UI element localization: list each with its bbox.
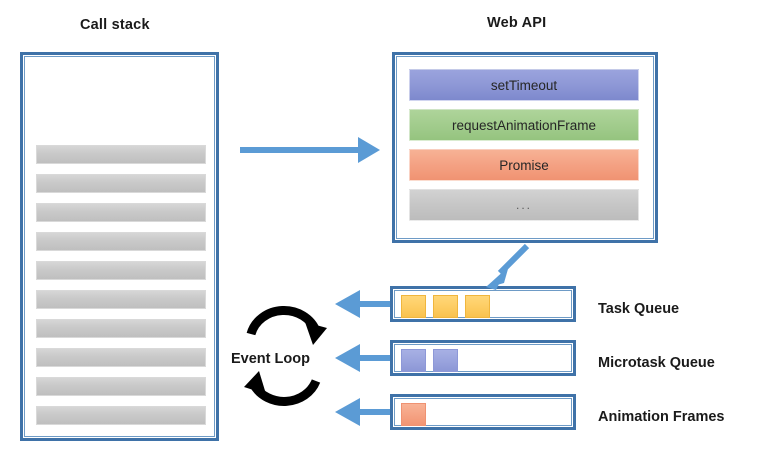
call-stack-frame [36,174,206,193]
microtask-queue-chip [433,349,458,372]
call-stack-frame [36,348,206,367]
web-api-item-settimeout[interactable]: setTimeout [409,69,639,101]
call-stack-frame [36,290,206,309]
microtask-queue-box [390,340,576,376]
task-queue-box [390,286,576,322]
animation-frames-chip [401,403,426,426]
call-stack-frame [36,261,206,280]
task-queue-chip [433,295,458,318]
task-queue-label: Task Queue [598,301,680,317]
microtask-queue-label: Microtask Queue [598,355,715,371]
call-stack-frame [36,232,206,251]
arrow-animation-frames-to-event-loop [335,398,390,426]
web-api-item-requestanimationframe[interactable]: requestAnimationFrame [409,109,639,141]
microtask-queue-chip [401,349,426,372]
event-loop-label: Event Loop [231,351,310,367]
task-queue-chip [465,295,490,318]
web-api-item-more[interactable]: ... [409,189,639,221]
call-stack-frame [36,319,206,338]
call-stack-frame [36,203,206,222]
call-stack-frame [36,145,206,164]
animation-frames-label: Animation Frames [598,409,725,425]
arrow-microtask-queue-to-event-loop [335,344,390,372]
arrow-web-api-to-task-queue [486,243,530,290]
web-api-box: setTimeout requestAnimationFrame Promise… [392,52,658,243]
call-stack-frame [36,406,206,425]
web-api-title: Web API [487,15,547,31]
web-api-item-promise[interactable]: Promise [409,149,639,181]
animation-frames-box [390,394,576,430]
call-stack-box [20,52,219,441]
call-stack-title: Call stack [80,17,150,33]
arrow-call-stack-to-web-api [240,137,380,163]
arrow-task-queue-to-event-loop [335,290,390,318]
task-queue-chip [401,295,426,318]
call-stack-frame [36,377,206,396]
